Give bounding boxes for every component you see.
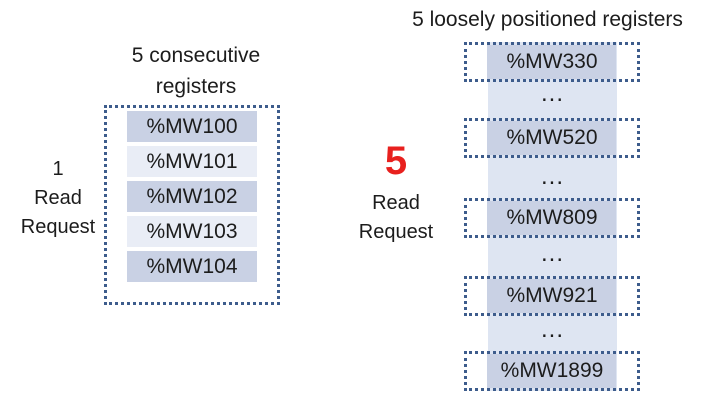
register-cell: %MW102 xyxy=(127,181,257,212)
register-cell-band xyxy=(487,121,616,155)
register-cell: %MW100 xyxy=(127,111,257,142)
register-cell-band xyxy=(487,354,616,388)
register-cell-band xyxy=(487,45,616,79)
register-box: %MW1899 xyxy=(464,351,640,391)
register-cell-band xyxy=(487,201,616,235)
consecutive-title-line2: registers xyxy=(155,75,237,98)
consecutive-registers-box: %MW100 %MW101 %MW102 %MW103 %MW104 xyxy=(104,105,280,305)
loose-registers-title: 5 loosely positioned registers xyxy=(412,8,683,31)
gap-ellipsis: ... xyxy=(540,316,564,343)
single-read-request-line1: Read xyxy=(34,187,82,209)
register-label: %MW1899 xyxy=(500,359,604,382)
multi-read-request-count: 5 xyxy=(384,139,408,183)
consecutive-registers-title: 5 consecutive registers xyxy=(108,40,284,102)
multi-read-request-label: Read Request xyxy=(336,189,456,247)
register-cell-band xyxy=(487,279,616,313)
register-box: %MW921 xyxy=(464,276,640,316)
register-cell: %MW101 xyxy=(127,146,257,177)
gap-ellipsis: ... xyxy=(540,80,564,107)
register-box: %MW809 xyxy=(464,198,640,238)
register-label: %MW921 xyxy=(506,284,598,307)
register-box: %MW330 xyxy=(464,42,640,82)
single-read-request-line2: Request xyxy=(20,216,96,238)
gap-ellipsis: ... xyxy=(540,163,564,190)
register-cell: %MW103 xyxy=(127,216,257,247)
multi-read-request-line2: Request xyxy=(358,221,434,243)
register-label: %MW330 xyxy=(506,50,598,73)
register-label: %MW809 xyxy=(506,206,598,229)
register-label: %MW520 xyxy=(506,126,598,149)
multi-read-request-line1: Read xyxy=(372,192,420,214)
register-cell: %MW104 xyxy=(127,251,257,282)
single-read-request-count: 1 xyxy=(52,158,64,180)
single-read-request-label: 1 Read Request xyxy=(4,155,112,242)
consecutive-title-line1: 5 consecutive xyxy=(131,44,261,67)
gap-ellipsis: ... xyxy=(540,240,564,267)
register-box: %MW520 xyxy=(464,118,640,158)
